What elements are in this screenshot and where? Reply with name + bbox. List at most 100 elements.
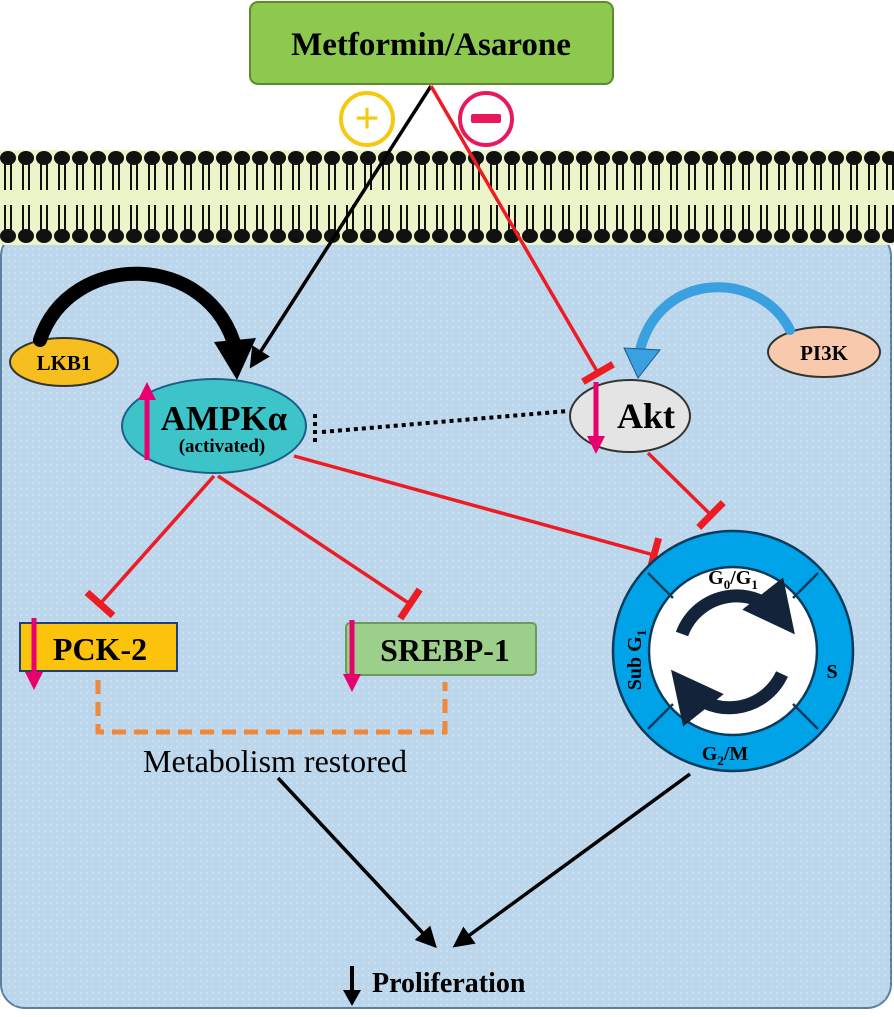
drug-to-ampk-arrow	[249, 85, 433, 369]
lipid-head	[684, 151, 700, 165]
lipid-head	[306, 151, 322, 165]
lipid-head	[180, 229, 196, 243]
svg-text:SREBP-1: SREBP-1	[380, 632, 510, 668]
lipid-head	[36, 151, 52, 165]
lipid-head	[342, 229, 358, 243]
lipid-head	[252, 151, 268, 165]
lipid-head	[360, 229, 376, 243]
lipid-head	[216, 151, 232, 165]
lipid-head	[288, 229, 304, 243]
lipid-head	[540, 229, 556, 243]
lipid-head	[234, 151, 250, 165]
lipid-head	[36, 229, 52, 243]
lipid-head	[486, 229, 502, 243]
pi3k-activation-arrow	[623, 282, 795, 379]
lipid-head	[0, 151, 16, 165]
drug-label: Metformin/Asarone	[291, 27, 571, 63]
drug-box: Metformin/Asarone	[249, 1, 614, 85]
phase-g0g1: G0/G1	[708, 567, 758, 592]
ampk-node: AMPKα (activated)	[121, 378, 307, 474]
lipid-head	[792, 229, 808, 243]
activate-sign: +	[339, 91, 395, 147]
lipid-head	[396, 151, 412, 165]
lipid-head	[720, 229, 736, 243]
pi3k-node: PI3K	[767, 326, 881, 378]
lipid-head	[702, 151, 718, 165]
lipid-head	[612, 229, 628, 243]
lipid-head	[378, 229, 394, 243]
lipid-head	[306, 229, 322, 243]
lipid-head	[846, 229, 862, 243]
srebp1-box: SREBP-1	[345, 622, 537, 676]
lipid-head	[720, 151, 736, 165]
lipid-head	[72, 229, 88, 243]
svg-text:+: +	[354, 94, 379, 143]
lipid-head	[648, 229, 664, 243]
lipid-head	[198, 229, 214, 243]
lipid-head	[414, 229, 430, 243]
lipid-head	[702, 229, 718, 243]
metabolism-to-proliferation-arrow	[276, 776, 437, 949]
lipid-head	[630, 229, 646, 243]
phase-g2m: G2/M	[702, 743, 749, 768]
lipid-head	[882, 229, 894, 243]
lipid-head	[612, 151, 628, 165]
svg-text:(activated): (activated)	[179, 436, 266, 457]
lipid-head	[882, 151, 894, 165]
svg-text:PI3K: PI3K	[800, 341, 849, 365]
ampk-akt-crosstalk	[313, 409, 569, 442]
lipid-head	[666, 151, 682, 165]
pck2-box: PCK-2	[19, 622, 178, 672]
lipid-head	[108, 151, 124, 165]
lipid-head	[864, 151, 880, 165]
lipid-head	[90, 151, 106, 165]
lipid-head	[576, 151, 592, 165]
lipid-head	[432, 229, 448, 243]
lipid-head	[792, 151, 808, 165]
lipid-head	[432, 151, 448, 165]
lipid-head	[108, 229, 124, 243]
lipid-head	[144, 229, 160, 243]
cell-cycle: G0/G1 S G2/M Sub G1	[611, 529, 855, 773]
lipid-head	[324, 151, 340, 165]
akt-down-arrow	[587, 382, 605, 454]
lkb1-activation-arrow	[33, 266, 256, 380]
lipid-head	[738, 151, 754, 165]
lipid-head	[0, 229, 16, 243]
lipid-head	[360, 151, 376, 165]
lipid-head	[540, 151, 556, 165]
lipid-head	[450, 151, 466, 165]
proliferation-outcome: ↓ Proliferation	[343, 966, 526, 1006]
lipid-head	[828, 229, 844, 243]
metabolism-bracket	[95, 680, 448, 735]
lipid-head	[72, 151, 88, 165]
lipid-head	[126, 151, 142, 165]
lipid-head	[396, 229, 412, 243]
lipid-head	[594, 229, 610, 243]
lipid-head	[414, 151, 430, 165]
lipid-head	[756, 151, 772, 165]
ampk-inhibits-pck2	[84, 474, 216, 619]
lipid-head	[468, 229, 484, 243]
inhibit-sign: −	[458, 91, 514, 147]
lipid-head	[522, 229, 538, 243]
proliferation-label: Proliferation	[372, 968, 526, 999]
lipid-head	[288, 151, 304, 165]
pck2-down-arrow	[25, 618, 43, 690]
lipid-head	[144, 151, 160, 165]
lipid-head	[576, 229, 592, 243]
lipid-head	[450, 229, 466, 243]
lipid-head	[270, 151, 286, 165]
lipid-head	[558, 151, 574, 165]
lipid-head	[486, 151, 502, 165]
lipid-head	[90, 229, 106, 243]
lipid-head	[846, 151, 862, 165]
lipid-head	[504, 151, 520, 165]
svg-text:AMPKα: AMPKα	[161, 399, 288, 438]
ampk-inhibits-cycle	[293, 454, 663, 573]
lipid-head	[774, 151, 790, 165]
lipid-head	[756, 229, 772, 243]
lipid-head	[54, 151, 70, 165]
